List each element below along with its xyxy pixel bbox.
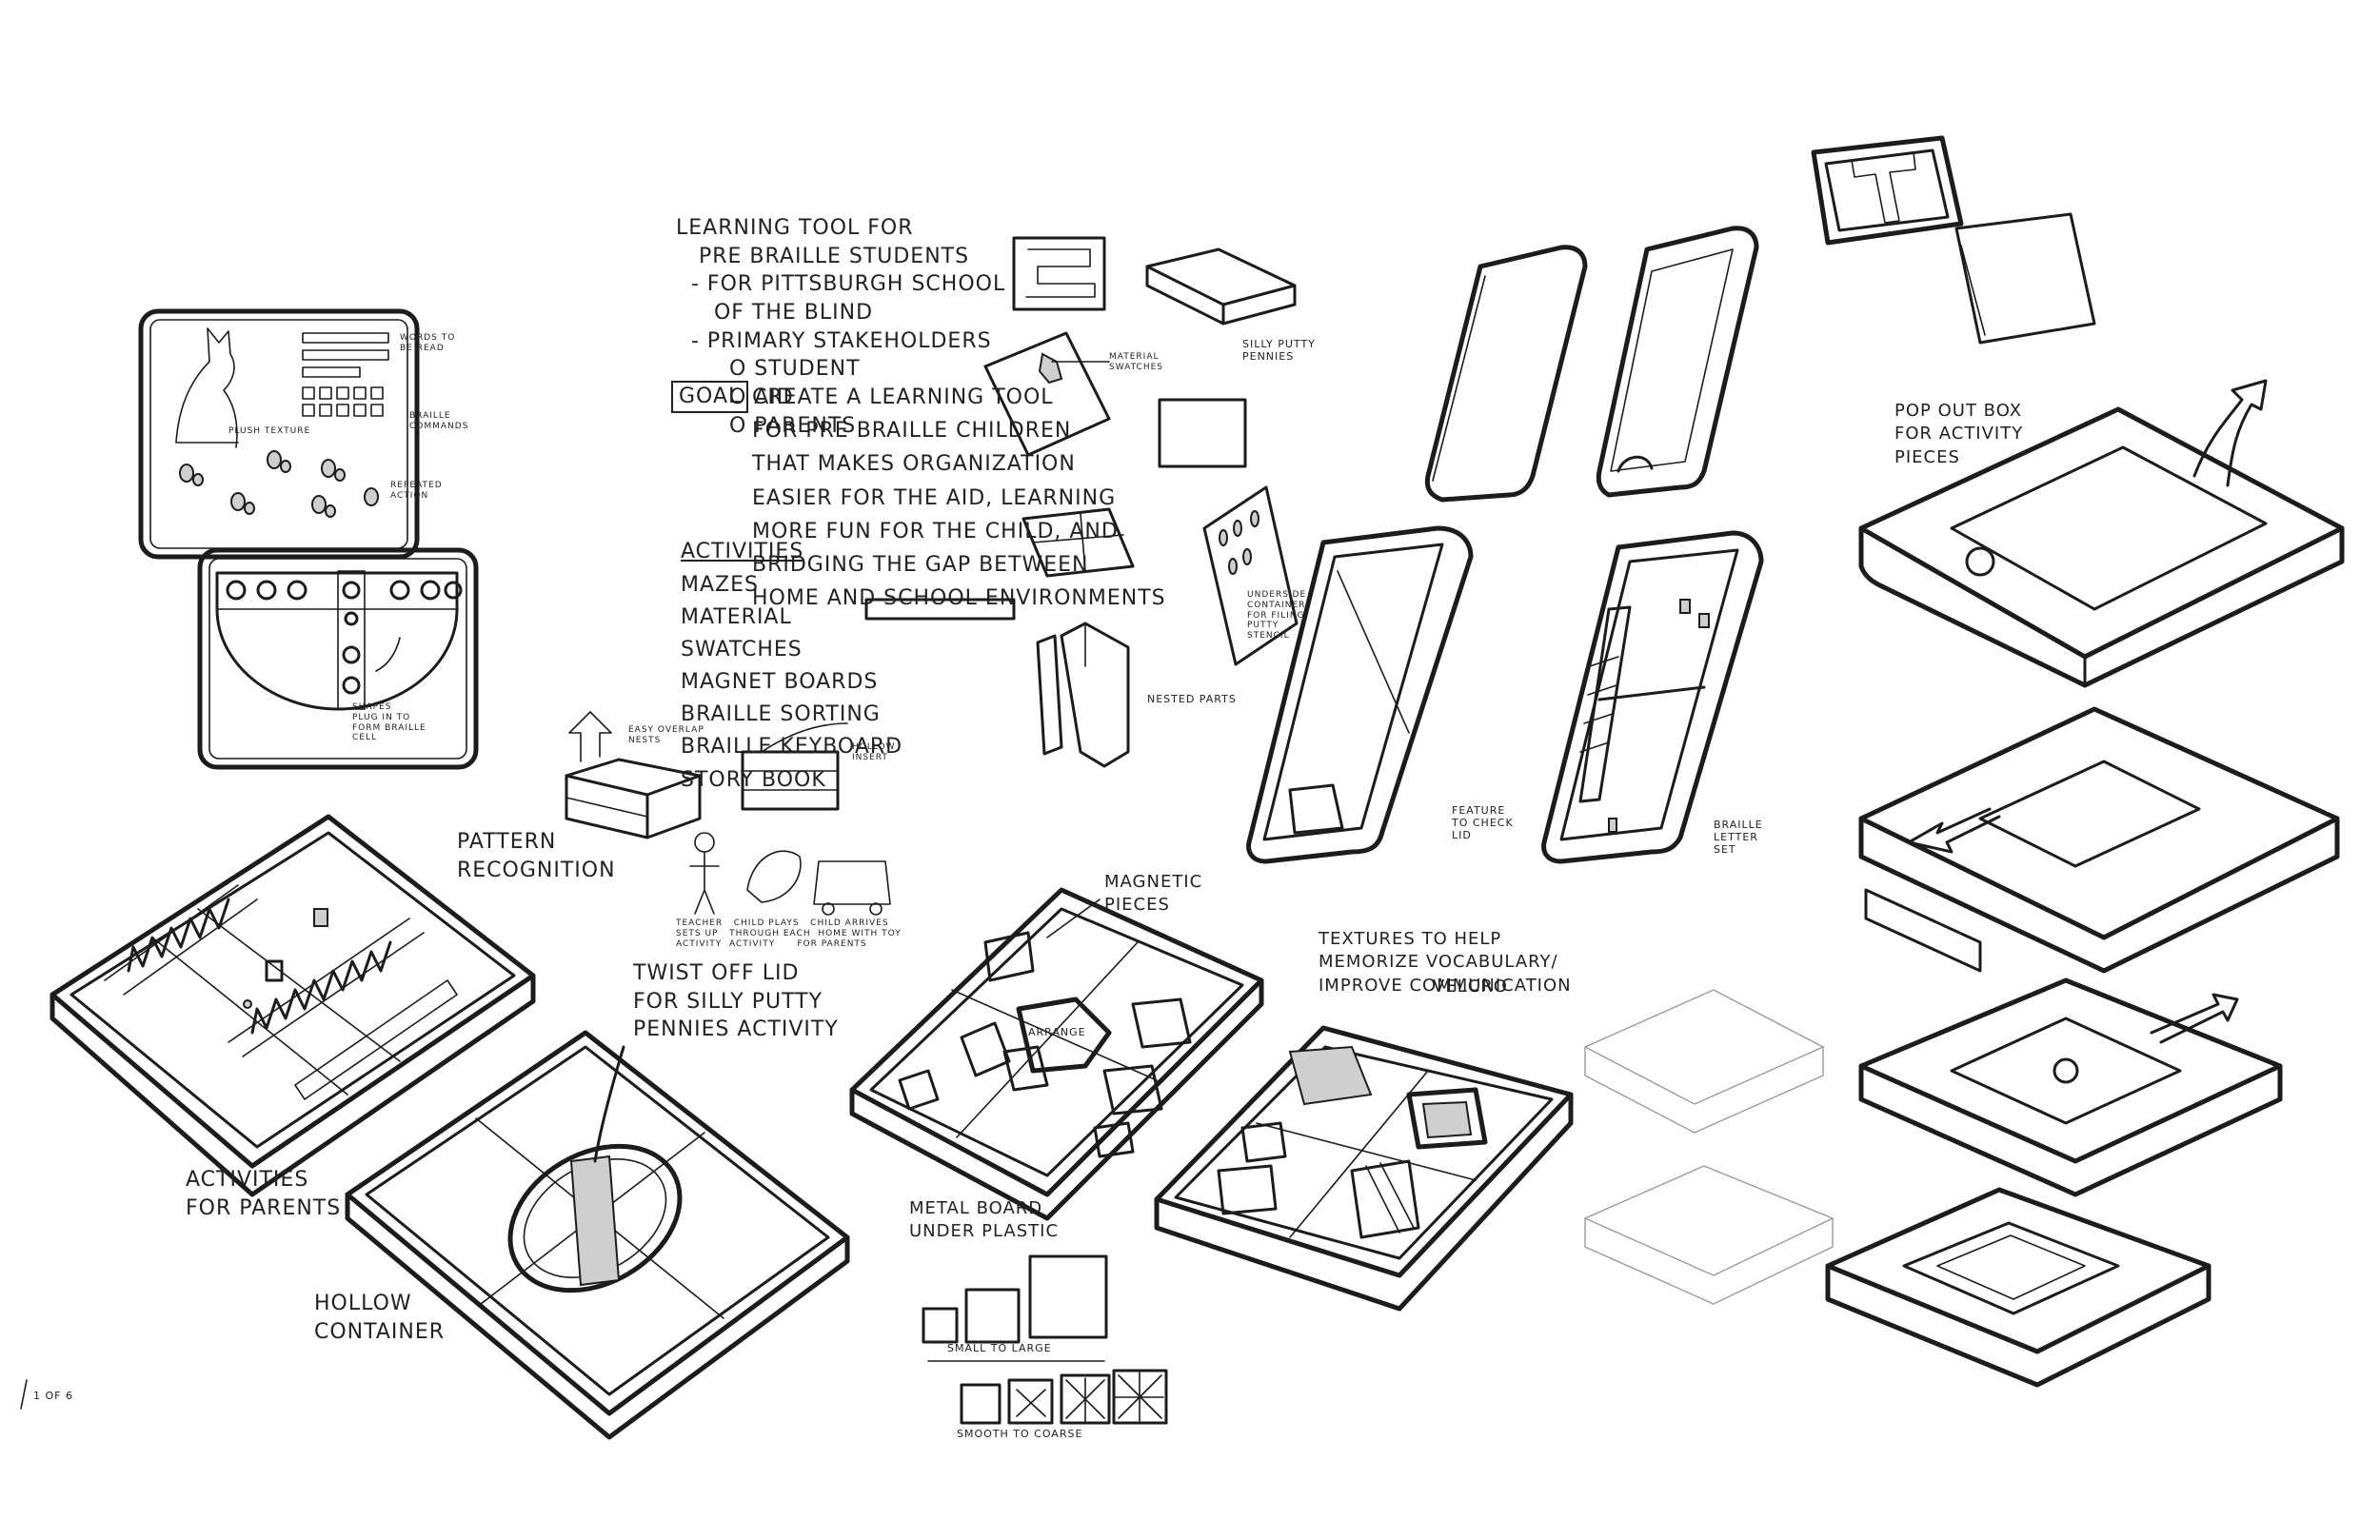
sketch-material-swatch (983, 331, 1111, 457)
underside-container-label: Underside Container For Filing Putty Ste… (1247, 590, 1307, 642)
sketch-tablet-braille-cell (197, 547, 479, 770)
sketch-pennies-square (1158, 398, 1247, 468)
textures-note-label: Textures To Help Memorize Vocabulary/ Im… (1319, 929, 1572, 996)
shapes-form-cell-label: Shapes Plug In To Form Braille Cell (352, 702, 426, 743)
easy-overlap-label: Easy Overlap Nests (628, 725, 704, 745)
smooth-to-coarse-label: Smooth To Coarse (957, 1428, 1083, 1440)
small-to-large-label: Small To Large (947, 1342, 1052, 1354)
hollow-container-label: Hollow Container (314, 1292, 446, 1344)
sketch-phone-1 (1424, 245, 1588, 503)
silly-putty-pennies-label: Silly Putty Pennies (1242, 338, 1316, 364)
pattern-recognition-label: Pattern Recognition (457, 830, 616, 882)
sketch-tall-container-left (1246, 525, 1474, 864)
page-mark (20, 1379, 28, 1410)
sketch-flat-bar (864, 598, 1016, 621)
sketch-maze-square (1012, 236, 1106, 311)
velcro-label: Velcro (1433, 977, 1508, 997)
activities-heading: Activities (681, 540, 804, 563)
sketch-pop-out-box (1858, 379, 2345, 688)
sketch-frame-box (1825, 1187, 2211, 1388)
sketch-texture-progression (960, 1369, 1168, 1425)
feature-for-lid-label: Feature To Check Lid (1452, 804, 1514, 842)
stakeholder-caption: Teacher Child Plays Child Arrives Sets U… (676, 918, 902, 949)
sketch-nesting-stack (565, 711, 848, 839)
sketch-drawer-box (1858, 706, 2340, 974)
sketch-twist-lid-tray (345, 1030, 850, 1440)
sketch-faint-boxes (1583, 989, 1835, 1305)
braille-commands-label: Braille Commands (409, 411, 469, 431)
sketch-t-box (1811, 135, 1964, 246)
magnetic-pieces-label: Magnetic Pieces (1104, 872, 1203, 916)
twist-off-lid-label: Twist Off Lid For Silly Putty Pennies Ac… (633, 961, 839, 1042)
material-swatches-label: Material Swatches (1109, 352, 1163, 372)
activities-for-parents-label: Activities For Parents (186, 1168, 342, 1220)
sketch-tablet-dog (138, 308, 420, 560)
sketch-phone-2 (1596, 226, 1759, 498)
repeated-action-label: Repeated Action (390, 481, 443, 501)
sketch-nested-parts (1036, 622, 1130, 768)
arrange-label: Arrange (1028, 1026, 1086, 1038)
sketch-pattern-tray (50, 814, 536, 1197)
page-number-label: 1 of 6 (33, 1390, 73, 1402)
sketch-underside-container (1202, 485, 1299, 666)
sketch-tall-container-right (1541, 530, 1764, 864)
sketch-slide-box (1858, 977, 2283, 1197)
sketch-magnetic-tray (849, 887, 1264, 1221)
activities-list: Mazes Material Swatches Magnet Boards Br… (681, 573, 903, 792)
main-title-note: Learning Tool For Pre Braille Students -… (676, 216, 1006, 438)
sketch-size-progression (922, 1254, 1108, 1362)
metal-board-label: Metal Board Under Plastic (909, 1198, 1060, 1242)
hollow-insert-label: Hollow Insert (852, 742, 896, 762)
plush-texture-label: Plush Texture (228, 426, 311, 436)
goal-text: Create a Learning Tool For Pre Braille C… (752, 385, 1166, 611)
sketch-lid-box (1021, 507, 1135, 578)
words-to-be-read-label: Words to Be Read (400, 333, 456, 353)
sketch-plain-board (1954, 212, 2096, 345)
sketch-putty-box (1145, 247, 1297, 326)
nested-parts-label: Nested Parts (1147, 693, 1237, 705)
sketch-texture-tray (1154, 1025, 1574, 1312)
pop-out-box-label: Pop Out Box For Activity Pieces (1894, 401, 2024, 467)
sketch-storyboard (689, 832, 891, 916)
goal-heading: Goal (671, 381, 749, 413)
braille-letter-set-label: Braille Letter Set (1714, 819, 1763, 857)
